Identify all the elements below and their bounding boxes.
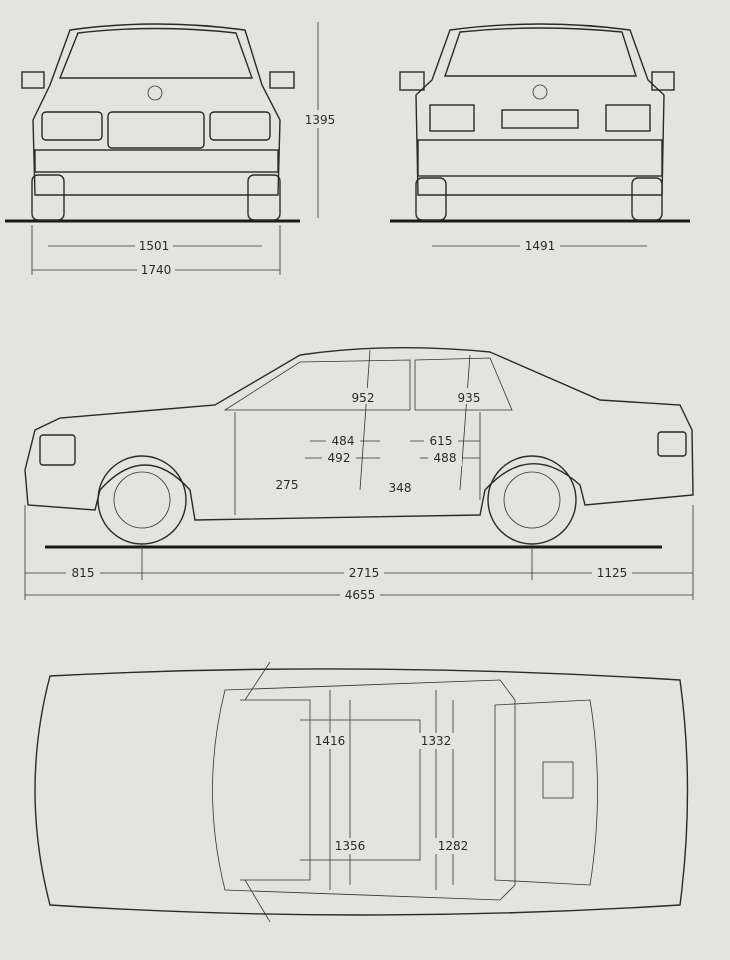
front-legroom-upper-label: 484: [332, 434, 355, 448]
front-height-label: 1395: [305, 113, 336, 127]
wheelbase-label: 2715: [349, 566, 380, 580]
front-hip-label: 1356: [335, 839, 366, 853]
rear-shoulder-label: 1332: [421, 734, 452, 748]
front-shoulder-label: 1416: [315, 734, 346, 748]
rear-view: 1491: [390, 23, 690, 254]
front-seat-height-label: 275: [276, 478, 299, 492]
rear-legroom-lower-label: 488: [434, 451, 457, 465]
rear-seat-height-label: 348: [389, 481, 412, 495]
side-view: 952 935 484 615 492 488 275 348 815 2715…: [24, 346, 694, 603]
front-headroom-label: 952: [352, 391, 375, 405]
rear-legroom-upper-label: 615: [430, 434, 453, 448]
rear-headroom-label: 935: [458, 391, 481, 405]
rear-track-label: 1491: [525, 239, 556, 253]
front-width-label: 1740: [141, 263, 172, 277]
length-label: 4655: [345, 588, 376, 602]
front-track-label: 1501: [139, 239, 170, 253]
front-legroom-lower-label: 492: [328, 451, 351, 465]
top-view: 1416 1332 1356 1282: [34, 661, 689, 923]
front-view: 1395 1501 1740: [5, 22, 338, 278]
rear-overhang-label: 1125: [597, 566, 628, 580]
front-overhang-label: 815: [72, 566, 95, 580]
rear-hip-label: 1282: [438, 839, 469, 853]
